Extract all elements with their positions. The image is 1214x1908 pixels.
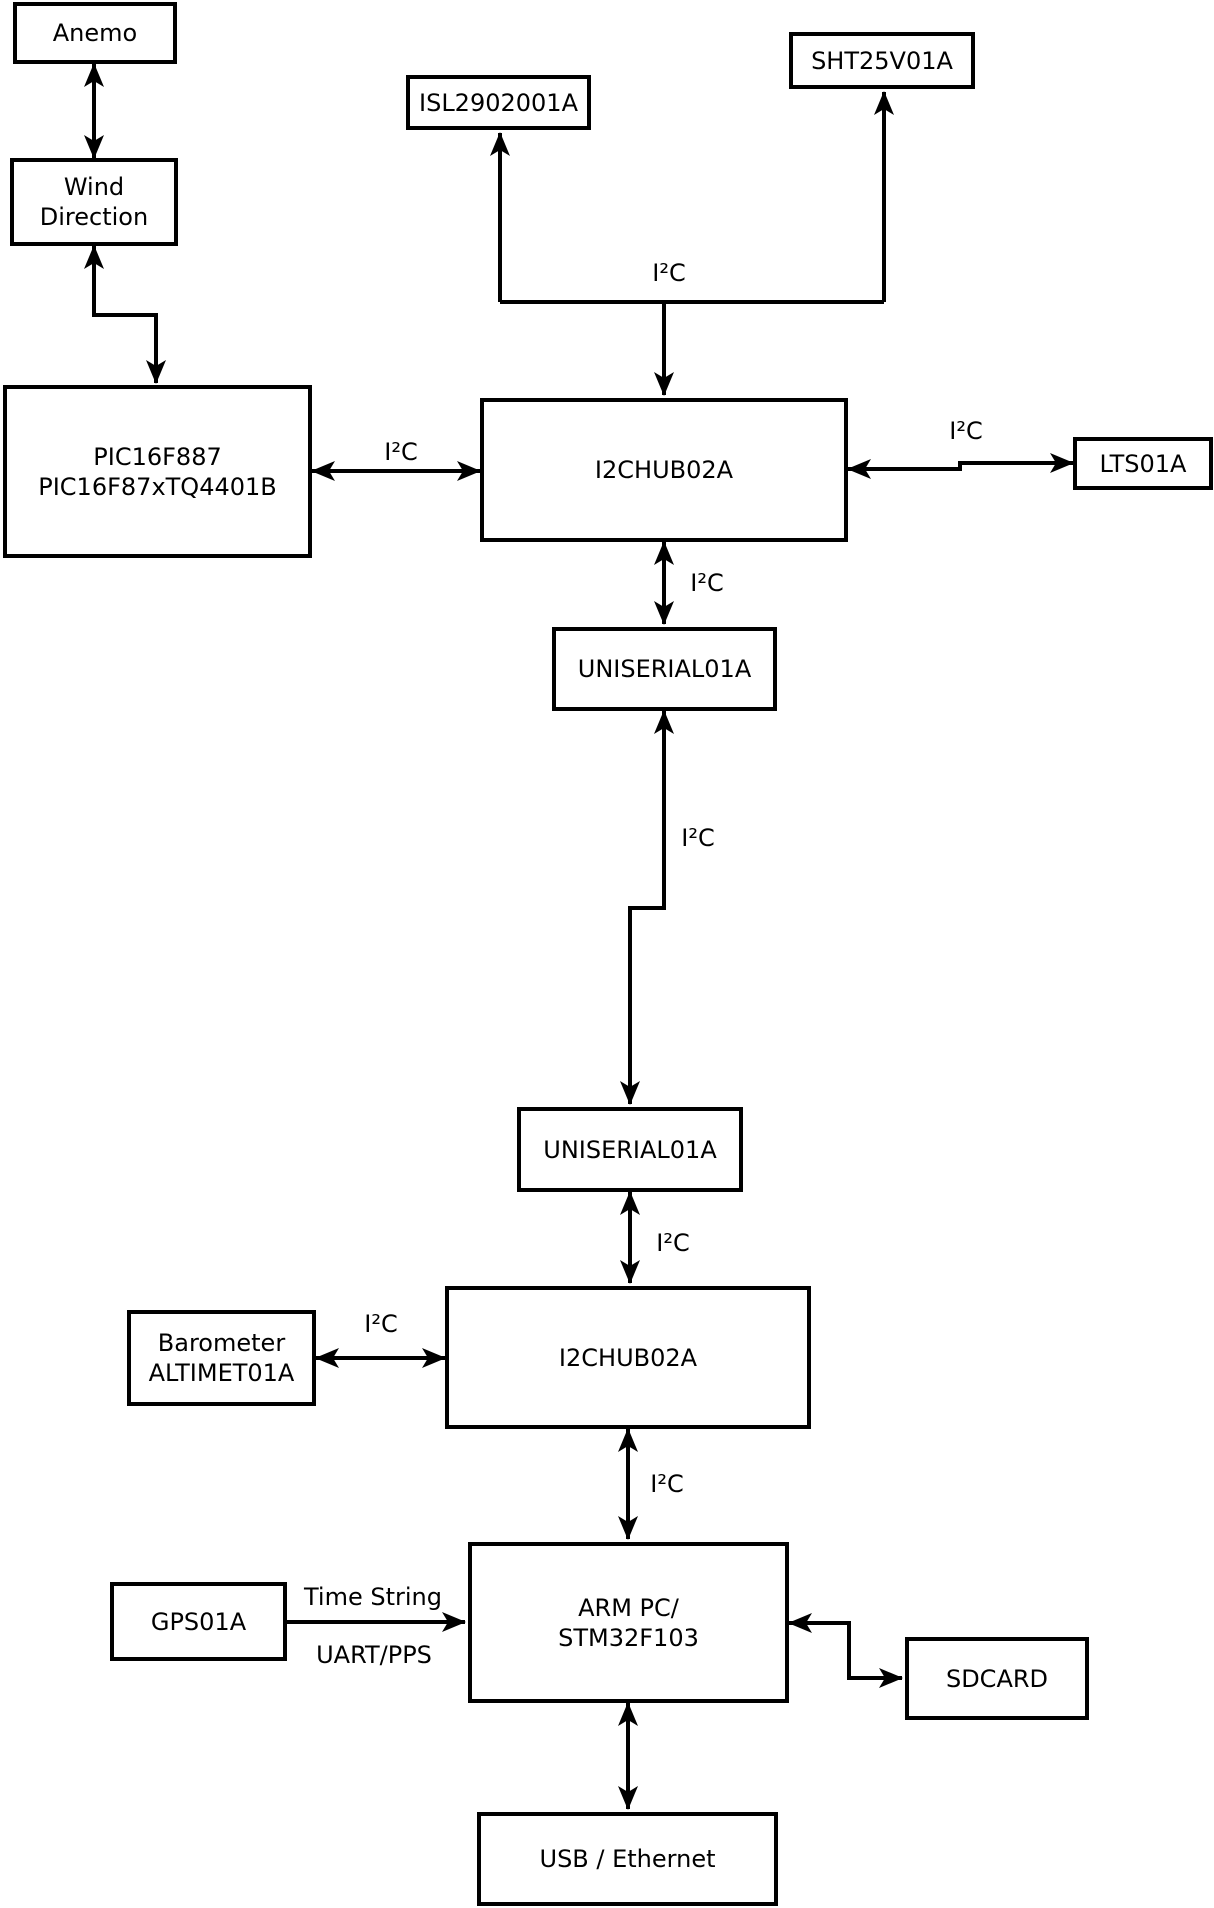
box-wind-direction-line1: Wind xyxy=(63,173,125,201)
box-isl2902001a-label: ISL2902001A xyxy=(419,88,578,117)
box-anemo-label: Anemo xyxy=(52,19,138,47)
box-barometer-line2: ALTIMET01A xyxy=(148,1359,295,1387)
i2c-label-hub-uniserial-top: I²C xyxy=(690,569,724,597)
box-wind-direction-line2: Direction xyxy=(39,203,149,231)
box-uniserial01a-bottom: UNISERIAL01A xyxy=(517,1107,743,1192)
box-uniserial01a-top: UNISERIAL01A xyxy=(552,627,777,711)
box-uniserial01a-bottom-label: UNISERIAL01A xyxy=(543,1135,717,1164)
box-pic16f887-line1: PIC16F887 xyxy=(93,442,222,471)
box-sdcard: SDCARD xyxy=(905,1637,1089,1720)
i2c-label-uniserial-hub-bottom: I²C xyxy=(656,1229,690,1257)
i2c-label-barometer-hub: I²C xyxy=(364,1310,398,1338)
box-i2chub02a-bottom-label: I2CHUB02A xyxy=(558,1343,698,1372)
i2c-label-hub-arm: I²C xyxy=(650,1470,684,1498)
i2c-label-pic-hub: I²C xyxy=(384,438,418,466)
arrow-arm-sdcard xyxy=(788,1613,903,1688)
uart-pps-label: UART/PPS xyxy=(316,1641,432,1669)
box-isl2902001a: ISL2902001A xyxy=(406,75,591,130)
box-arm-line2: STM32F103 xyxy=(558,1623,699,1652)
arrow-winddirection-pic xyxy=(84,245,166,384)
box-usb-ethernet: USB / Ethernet xyxy=(477,1812,778,1906)
box-sht25v01a-label: SHT25V01A xyxy=(811,46,953,75)
box-gps01a-label: GPS01A xyxy=(150,1607,247,1636)
box-lts01a-label: LTS01A xyxy=(1099,449,1187,478)
time-string-label: Time String xyxy=(304,1583,442,1611)
box-pic16f887-line2: PIC16F87xTQ4401B xyxy=(38,472,277,501)
box-usb-ethernet-label: USB / Ethernet xyxy=(539,1845,716,1873)
box-i2chub02a-bottom: I2CHUB02A xyxy=(445,1286,811,1429)
box-i2chub02a-top-label: I2CHUB02A xyxy=(594,456,734,484)
box-i2chub02a-top: I2CHUB02A xyxy=(480,398,848,542)
box-arm-line1: ARM PC/ xyxy=(578,1593,679,1622)
box-gps01a: GPS01A xyxy=(110,1582,287,1661)
box-pic16f887: PIC16F887 PIC16F87xTQ4401B xyxy=(3,385,312,558)
box-uniserial01a-top-label: UNISERIAL01A xyxy=(577,655,752,683)
box-arm-pc-stm32f103: ARM PC/ STM32F103 xyxy=(468,1542,789,1703)
i2c-label-hub-lts: I²C xyxy=(949,417,983,445)
box-anemo: Anemo xyxy=(13,2,177,64)
box-lts01a: LTS01A xyxy=(1073,437,1213,490)
box-sht25v01a: SHT25V01A xyxy=(789,32,975,89)
box-wind-direction: Wind Direction xyxy=(10,158,178,246)
box-barometer-altimet01a: Barometer ALTIMET01A xyxy=(127,1310,316,1406)
arrow-i2chub-top-lts xyxy=(847,453,1074,479)
i2c-label-uniserial-link: I²C xyxy=(681,824,715,852)
box-barometer-line1: Barometer xyxy=(157,1329,286,1357)
arrow-uniserial-top-uniserial-bottom xyxy=(620,710,674,1105)
box-sdcard-label: SDCARD xyxy=(945,1664,1049,1693)
i2c-label-top-branch: I²C xyxy=(652,259,686,287)
